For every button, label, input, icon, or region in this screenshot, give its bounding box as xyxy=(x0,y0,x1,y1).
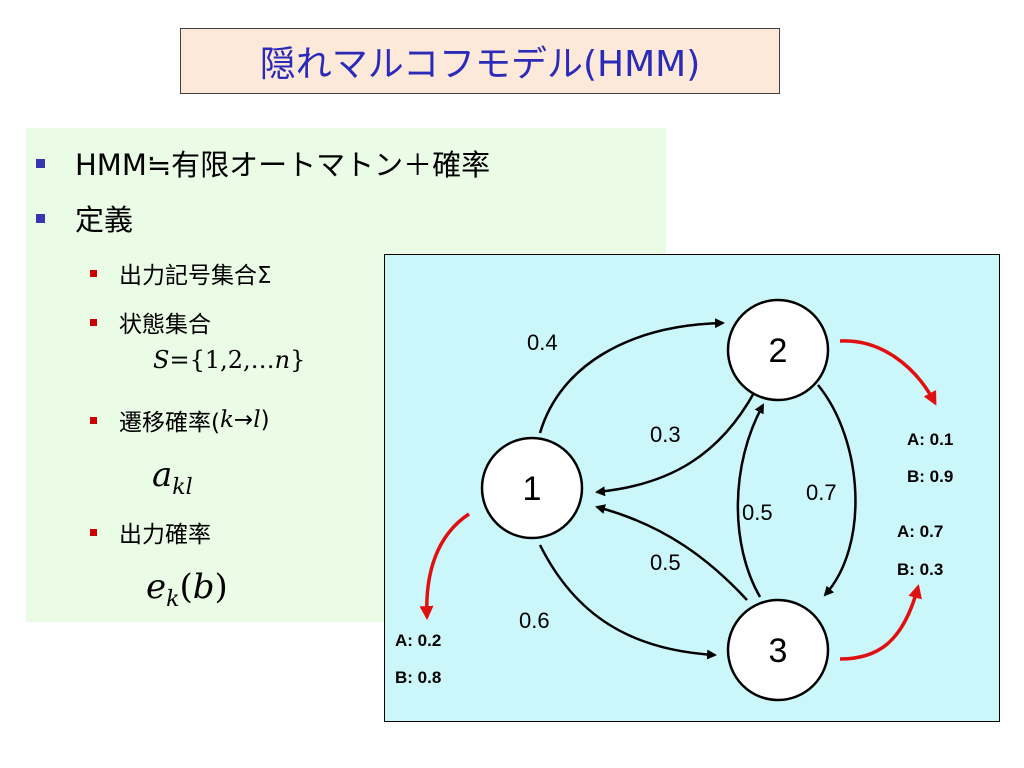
edge-2-to-1 xyxy=(595,390,757,497)
sub-bullet-arrow: → xyxy=(233,407,254,433)
emission-2-b: B: 0.9 xyxy=(907,467,953,486)
bullet-text: HMM≒有限オートマトン＋確率 xyxy=(75,148,491,182)
sub-bullet-var-k: k xyxy=(219,407,234,433)
formula-set: ={1,2,… xyxy=(169,346,275,374)
state-node-2 xyxy=(726,298,830,402)
formula-var-e: e xyxy=(146,567,167,607)
sub-bullet-text: 状態集合 xyxy=(119,312,211,338)
hmm-diagram: 1 2 3 0.4 0.3 0.6 0.5 0.5 0.7 A: 0.2 B: … xyxy=(384,254,1000,722)
sub-bullet-transition-prob: 遷移確率(k→l) xyxy=(90,403,270,437)
formula-close: } xyxy=(290,346,306,374)
sub-bullet-text: 遷移確率( xyxy=(119,410,220,436)
emission-arrow-1 xyxy=(419,512,470,620)
bullet-square-icon xyxy=(90,269,97,277)
edge-3-to-1-label: 0.5 xyxy=(650,550,681,575)
edge-3-to-1 xyxy=(595,504,748,601)
transition-formula: akl xyxy=(152,455,193,500)
edge-3-to-2-label: 0.5 xyxy=(742,500,773,525)
state-node-3-label: 3 xyxy=(769,632,788,670)
formula-var-s: S xyxy=(153,346,170,374)
sub-bullet-output-symbols: 出力記号集合Σ xyxy=(90,256,272,290)
sub-bullet-text: 出力確率 xyxy=(119,522,211,548)
emission-1-b: B: 0.8 xyxy=(395,668,441,687)
sub-bullet-var-l: l xyxy=(253,407,261,433)
bullet-square-icon xyxy=(90,416,97,424)
emission-3-a: A: 0.7 xyxy=(897,522,943,541)
bullet-definition: 定義 xyxy=(36,197,133,239)
bullet-hmm-definition: HMM≒有限オートマトン＋確率 xyxy=(36,142,490,184)
sub-bullet-close: ) xyxy=(260,407,270,433)
state-node-1-label: 1 xyxy=(523,470,542,508)
formula-sub-k: k xyxy=(166,586,180,612)
hmm-diagram-svg: 1 2 3 0.4 0.3 0.6 0.5 0.5 0.7 A: 0.2 B: … xyxy=(395,298,953,702)
edge-2-to-1-label: 0.3 xyxy=(650,422,681,447)
edge-1-to-2-label: 0.4 xyxy=(527,330,558,355)
formula-sub-kl: kl xyxy=(172,474,193,500)
state-set-formula: S={1,2,…n} xyxy=(153,346,305,374)
emission-arrow-2 xyxy=(839,339,937,406)
emission-3-b: B: 0.3 xyxy=(897,560,943,579)
edge-2-to-3 xyxy=(817,384,857,597)
formula-var-n: n xyxy=(274,346,291,374)
bullet-square-icon xyxy=(36,158,45,168)
sub-bullet-text: 出力記号集合Σ xyxy=(119,263,272,289)
formula-paren-open: ( xyxy=(179,567,193,607)
formula-paren-close: ) xyxy=(214,567,228,607)
bullet-square-icon xyxy=(90,528,97,536)
edge-1-to-3 xyxy=(538,544,717,660)
title-box: 隠れマルコフモデル(HMM) xyxy=(180,28,780,94)
bullet-text: 定義 xyxy=(75,203,134,237)
emission-2-a: A: 0.1 xyxy=(907,430,953,449)
emission-formula: ek(b) xyxy=(146,567,228,612)
edge-1-to-2 xyxy=(538,318,725,434)
formula-var-a: a xyxy=(152,455,173,495)
formula-var-b: b xyxy=(192,567,215,607)
emission-arrow-3 xyxy=(839,584,922,661)
page-title: 隠れマルコフモデル(HMM) xyxy=(259,44,701,85)
edge-1-to-3-label: 0.6 xyxy=(519,608,550,633)
edge-3-to-2 xyxy=(736,403,765,598)
state-node-3 xyxy=(726,598,830,702)
state-node-2-label: 2 xyxy=(769,332,788,370)
bullet-square-icon xyxy=(90,318,97,326)
sub-bullet-output-prob: 出力確率 xyxy=(90,515,211,549)
emission-1-a: A: 0.2 xyxy=(395,631,441,650)
bullet-square-icon xyxy=(36,213,45,223)
sub-bullet-state-set: 状態集合 xyxy=(90,305,211,339)
edge-2-to-3-label: 0.7 xyxy=(806,480,837,505)
state-node-1 xyxy=(480,436,584,540)
